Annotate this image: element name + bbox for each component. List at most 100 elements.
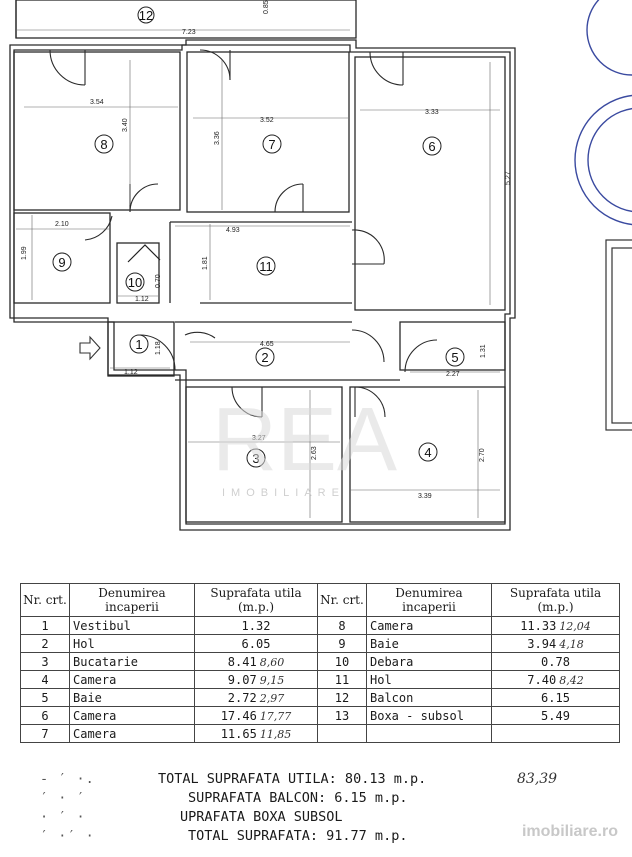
cell-area-text: 1.32 [241,618,271,633]
handwritten-correction: 4,18 [559,637,584,651]
cell-name-text: Camera [73,672,117,687]
cell-name: Camera [69,724,195,743]
cell-area-text: 8.41 [227,654,257,669]
cell-area-text: 6.05 [241,636,271,651]
dimension-label: 3.27 [252,435,266,442]
cell-name-text: Bucatarie [73,654,139,669]
balcon-line: ′ · ′ SUPRAFATA BALCON: 6.15 m.p. [40,790,408,806]
cell-nr-text: 11 [334,672,350,687]
dimension-label: 1.18 [155,341,162,355]
cell-nr-text: 5 [41,690,49,705]
handwritten-correction: 2,97 [259,691,285,705]
dimension-label: 2.63 [311,446,318,460]
dimension-label: 1.99 [21,246,28,260]
dimension-label: 7.23 [182,29,196,36]
total-utila: TOTAL SUPRAFATA UTILA: 80.13 m.p. [158,771,427,787]
dimension-label: 1.12 [124,369,138,376]
cell-name: Boxa - subsol [366,706,492,725]
cell-name: Balcon [366,688,492,707]
boxa-line: · ′ · UPRAFATA BOXA SUBSOL [40,809,343,825]
cell-area: 0.78 [491,652,620,671]
cell-name-text: Hol [73,636,95,651]
dimension-label: 3.52 [260,117,274,124]
total-boxa: UPRAFATA BOXA SUBSOL [180,809,343,825]
total-suprafata: TOTAL SUPRAFATA: 91.77 m.p. [188,828,408,844]
dimension-label: 1.81 [202,256,209,270]
cell-nr: 6 [20,706,70,725]
cell-name-text: Balcon [370,690,414,705]
dimension-label: 2.27 [446,371,460,378]
cell-area-text: 11.33 [520,618,557,633]
header-nr: Nr. crt. [317,583,367,617]
cell-area-text: 17.46 [220,708,257,723]
cell-name: Hol [69,634,195,653]
header-denumire: Denumirea incaperii [366,583,492,617]
cell-area [491,724,620,743]
dimension-label: 1.12 [135,296,149,303]
cell-name-text: Boxa - subsol [370,708,464,723]
cell-name: Camera [366,616,492,635]
cell-nr: 4 [20,670,70,689]
cell-area-text: 7.40 [527,672,557,687]
cell-nr: 1 [20,616,70,635]
cell-area: 1.32 [194,616,318,635]
cell-nr-text: 8 [338,618,346,633]
total-balcon: SUPRAFATA BALCON: 6.15 m.p. [188,790,408,806]
room-number-12: 12 [139,8,153,23]
dimension-label: 0.85 [263,0,270,14]
cell-name: Camera [69,670,195,689]
total-line: ′ ·′ · TOTAL SUPRAFATA: 91.77 m.p. [40,828,408,844]
cell-nr: 10 [317,652,367,671]
cell-nr-text: 10 [334,654,350,669]
room-number-3: 3 [252,451,259,466]
cell-area-text: 5.49 [541,708,570,723]
cell-name: Baie [69,688,195,707]
cell-name [366,724,492,743]
cell-name-text: Debara [370,654,414,669]
handwritten-correction: 8,60 [259,655,285,669]
dimension-label: 1.31 [480,344,487,358]
header-denumire: Denumirea incaperii [69,583,195,617]
dimension-label: 2.10 [55,221,69,228]
cell-area-text: 2.72 [227,690,257,705]
cell-nr: 7 [20,724,70,743]
dimension-label: 3.33 [425,109,439,116]
cell-nr-text: 3 [41,654,49,669]
cell-nr: 2 [20,634,70,653]
handwritten-correction: 9,15 [259,673,285,687]
cell-name-text: Baie [370,636,399,651]
cell-nr-text: 4 [41,672,49,687]
cell-name-text: Vestibul [73,618,131,633]
cell-name-text: Camera [73,726,117,741]
room-number-2: 2 [261,350,268,365]
cell-nr: 5 [20,688,70,707]
room-number-7: 7 [268,137,275,152]
cell-nr-text: 1 [41,618,49,633]
room-number-5: 5 [451,350,458,365]
cell-nr-text: 6 [41,708,49,723]
cell-area: 6.05 [194,634,318,653]
room-number-8: 8 [100,137,107,152]
room-number-11: 11 [259,259,273,274]
cell-nr: 9 [317,634,367,653]
cell-nr: 8 [317,616,367,635]
watermark-subtitle: IMOBILIARE [222,487,345,499]
floor-plan: 7.23 0.85 3.54 3.40 3.52 3.36 3.33 5.27 … [9,0,632,531]
cell-name: Vestibul [69,616,195,635]
entrance-arrow-icon [79,335,101,361]
cell-area-text: 6.15 [541,690,570,705]
cell-area: 5.49 [491,706,620,725]
